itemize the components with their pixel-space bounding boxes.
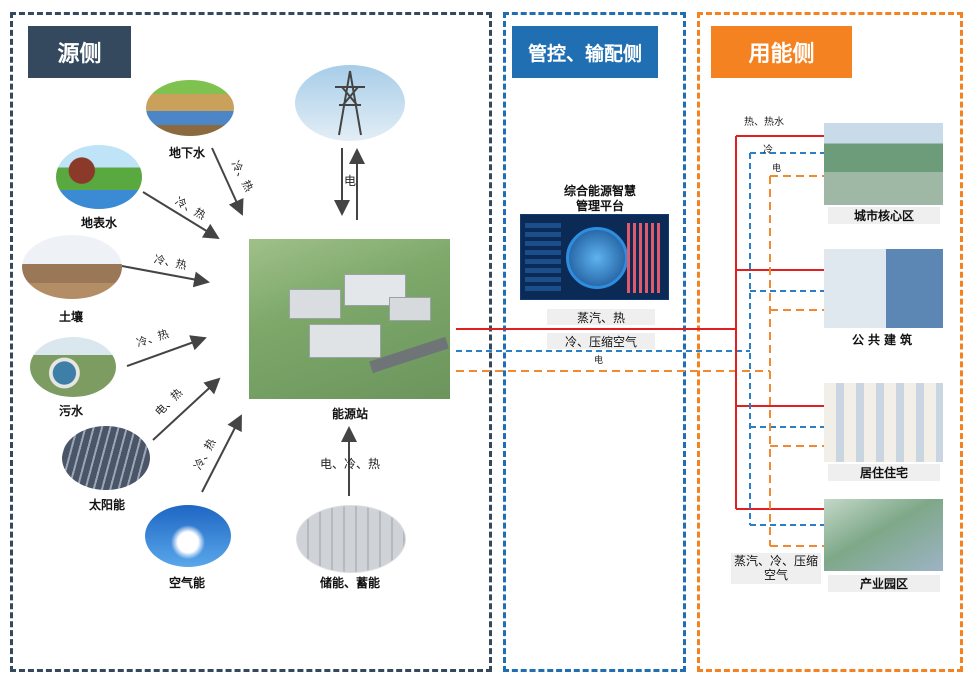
consumer-public-building: 公共建筑 (851, 333, 916, 347)
usage-bottom-note: 蒸汽、冷、压缩空气 (731, 553, 821, 584)
public-building-image (824, 249, 943, 328)
solar-image (62, 426, 150, 490)
usage-power-label: 电 (772, 164, 782, 174)
tower-icon (335, 70, 365, 136)
usage-heat-water-label: 热、热水 (744, 117, 784, 128)
energy-station-image (249, 239, 450, 399)
city-core-image (824, 123, 943, 205)
arrow-air (201, 414, 242, 493)
pipe-steam-heat-tag: 蒸汽、热 (547, 309, 655, 325)
pipe-cold-air-tag: 冷、压缩空气 (547, 333, 655, 349)
usage-panel (697, 12, 963, 672)
arrow-groundwater (211, 147, 244, 216)
platform-title-line2: 管理平台 (575, 199, 624, 213)
air-image (145, 505, 231, 567)
storage-image (296, 505, 406, 573)
usage-header: 用能侧 (711, 26, 852, 78)
grid-tower-image (295, 65, 405, 141)
arrow-soil (121, 265, 210, 288)
energy-station-label: 能源站 (331, 407, 368, 421)
consumer-residential: 居住住宅 (828, 464, 940, 481)
soil-image (22, 235, 122, 299)
usage-bottom-note-text: 蒸汽、冷、压缩空气 (733, 554, 818, 582)
solar-label: 太阳能 (88, 498, 125, 512)
industrial-park-image (824, 499, 943, 571)
label-grid-flow: 电 (344, 174, 357, 188)
residential-image (824, 383, 943, 462)
consumer-city-core: 城市核心区 (828, 207, 940, 224)
platform-dashboard-image (520, 214, 669, 300)
arrow-solar (152, 377, 221, 441)
arrow-surface-water (142, 191, 220, 240)
usage-cold-label: 冷 (763, 145, 773, 156)
groundwater-label: 地下水 (168, 146, 205, 160)
sewage-label: 污水 (58, 404, 83, 418)
control-header: 管控、输配侧 (512, 26, 658, 78)
pipe-power-label: 电 (594, 356, 604, 366)
soil-label: 土壤 (58, 310, 83, 324)
air-label: 空气能 (168, 576, 205, 590)
arrow-sewage (126, 335, 207, 367)
source-panel (10, 12, 492, 672)
groundwater-image (146, 80, 234, 136)
platform-title-line1: 综合能源智慧 (563, 184, 636, 198)
sewage-image (30, 337, 116, 397)
surface-water-image (56, 145, 142, 209)
control-panel (503, 12, 686, 672)
label-storage-flow: 电、冷、热 (320, 457, 381, 471)
surface-water-label: 地表水 (80, 216, 117, 230)
storage-label: 储能、蓄能 (319, 576, 380, 590)
source-header: 源侧 (28, 26, 131, 78)
consumer-industrial-park: 产业园区 (828, 575, 940, 592)
